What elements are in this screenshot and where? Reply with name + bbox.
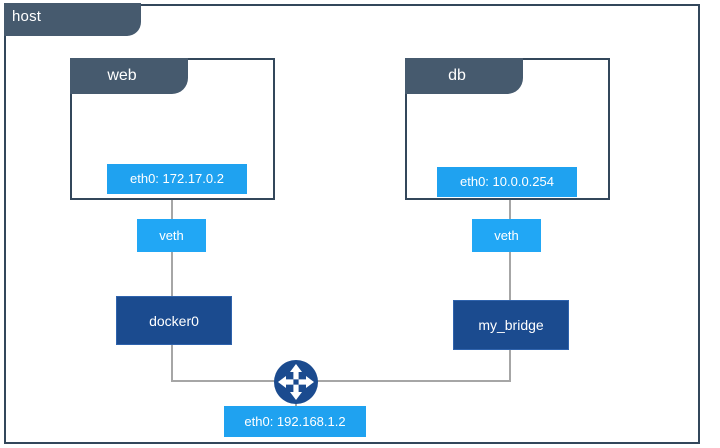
container-web-tab: web xyxy=(70,58,188,94)
connector-web-veth-to-docker0 xyxy=(171,252,173,296)
connector-mybridge-to-bus xyxy=(509,350,511,381)
my-bridge-box: my_bridge xyxy=(453,300,569,350)
web-veth-box: veth xyxy=(137,219,206,252)
connector-bus-left xyxy=(171,380,279,382)
connector-docker0-to-bus xyxy=(171,345,173,381)
connector-bus-right xyxy=(313,380,511,382)
container-db-tab-label: db xyxy=(448,67,466,84)
connector-web-eth0-to-veth xyxy=(171,194,173,219)
host-eth0-label: eth0: 192.168.1.2 xyxy=(244,413,346,429)
container-db-tab: db xyxy=(405,58,523,94)
db-eth0-box: eth0: 10.0.0.254 xyxy=(437,167,577,197)
connector-db-veth-to-mybridge xyxy=(509,252,511,300)
router-icon xyxy=(273,359,319,405)
db-eth0-label: eth0: 10.0.0.254 xyxy=(460,174,554,189)
host-tab-label: host xyxy=(12,8,42,25)
docker0-bridge-box: docker0 xyxy=(116,296,232,345)
my-bridge-label: my_bridge xyxy=(478,317,544,333)
connector-db-eth0-to-veth xyxy=(509,199,511,219)
db-veth-box: veth xyxy=(472,219,541,252)
docker0-bridge-label: docker0 xyxy=(149,312,199,329)
web-eth0-box: eth0: 172.17.0.2 xyxy=(107,164,247,194)
host-eth0-box: eth0: 192.168.1.2 xyxy=(224,406,366,437)
web-eth0-label: eth0: 172.17.0.2 xyxy=(130,171,224,186)
host-tab xyxy=(4,3,141,36)
container-web-tab-label: web xyxy=(107,67,137,84)
web-veth-label: veth xyxy=(159,227,184,243)
db-veth-label: veth xyxy=(494,227,519,243)
